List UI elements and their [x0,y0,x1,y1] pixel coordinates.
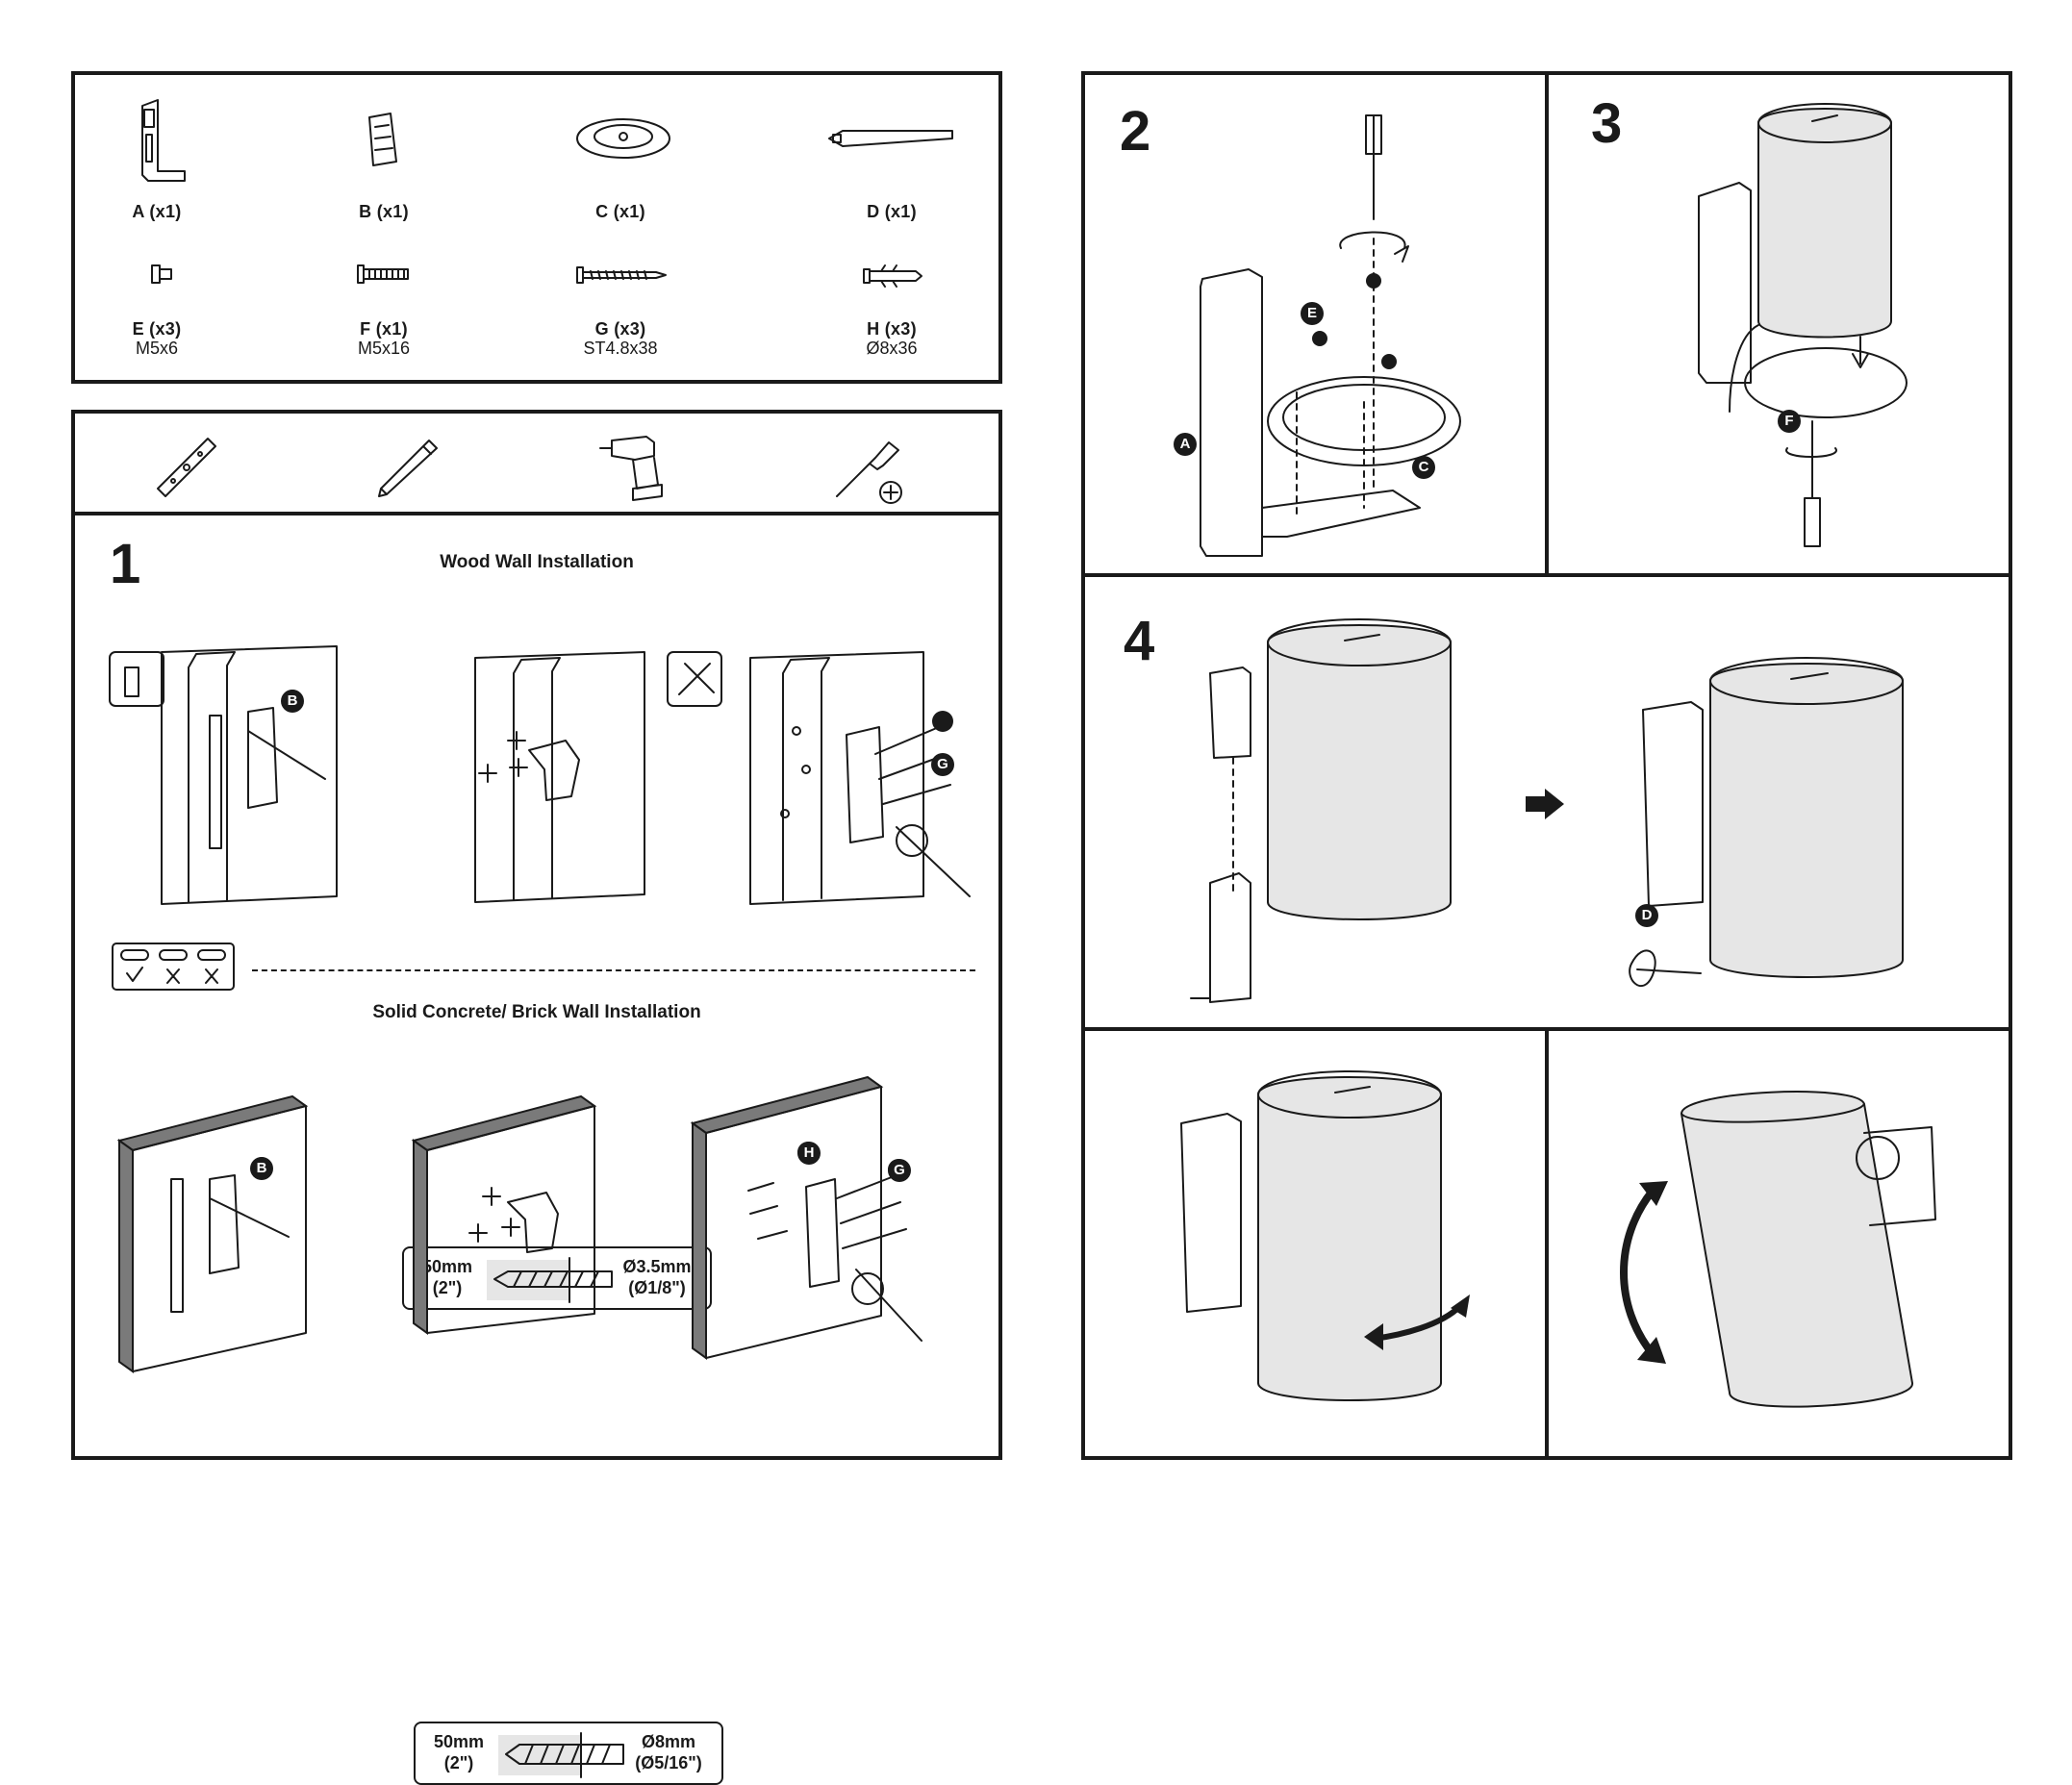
part-b-clip-illustration [364,112,402,169]
part-f-label: F (x1) [321,319,446,339]
concrete-wall-screw-illustration [691,1069,989,1358]
callout-c: C [1412,456,1435,479]
steps-panel: 2 E A C 3 F 4 [1081,71,2012,1460]
concrete-wall-level-illustration [117,1093,329,1371]
callout-g-concrete: G [888,1159,911,1182]
part-h-anchor-illustration [862,264,923,289]
step3-number: 3 [1591,96,1622,152]
concrete-drill-diameter-in: (Ø5/16") [625,1752,712,1773]
callout-d: D [1635,904,1658,927]
wood-wall-title: Wood Wall Installation [364,552,710,573]
part-f-size: M5x16 [321,339,446,359]
concrete-drill-diameter: Ø8mm [625,1731,712,1752]
tools-divider [75,512,998,515]
wood-drill-diameter: Ø3.5mm [614,1256,700,1277]
wood-drill-diameter-in: (Ø1/8") [614,1277,700,1298]
wood-wall-drill-illustration [402,635,652,914]
next-arrow-icon [1524,787,1566,821]
part-d-label: D (x1) [829,202,954,222]
step1-panel: 1 Wood Wall Installation B 50mm (2") Ø3.… [71,410,1002,1460]
callout-h-concrete: H [797,1142,821,1165]
callout-b-concrete: B [250,1157,273,1180]
wood-wall-level-illustration [104,635,335,914]
masonry-bit-illustration [498,1731,633,1779]
part-a-bracket-illustration [125,96,192,188]
drill-icon [598,429,679,502]
part-g-size: ST4.8x38 [558,339,683,359]
step4-speaker-attach-illustration [1181,614,1528,1018]
part-a-label: A (x1) [94,202,219,222]
part-c-label: C (x1) [558,202,683,222]
callout-f: F [1778,410,1801,433]
callout-b-wood: B [281,690,304,713]
wood-wall-screw-illustration [662,635,979,923]
concrete-drill-depth: 50mm [425,1731,493,1752]
pilot-hole-legend [112,943,237,993]
divider-row1-vertical [1545,75,1549,577]
part-f-screw-illustration [356,262,412,287]
part-b-label: B (x1) [321,202,446,222]
pencil-icon [373,431,442,500]
step3-speaker-mount-illustration [1643,94,1989,556]
part-g-screw-illustration [575,264,668,287]
part-e-size: M5x6 [94,339,219,359]
divider-row1-horizontal [1085,573,2009,577]
rotate-speaker-illustration [1172,1066,1537,1450]
level-icon [152,431,221,500]
part-h-size: Ø8x36 [829,339,954,359]
concrete-drill-spec: 50mm (2") Ø8mm (Ø5/16") [414,1722,723,1785]
concrete-wall-title: Solid Concrete/ Brick Wall Installation [287,1002,787,1023]
part-d-cable-tie-illustration [825,125,956,152]
step1-number: 1 [110,537,140,592]
step4-speaker-mounted-illustration [1624,652,1989,1037]
concrete-drill-depth-in: (2") [425,1752,493,1773]
part-c-plate-illustration [575,113,671,162]
phillips-screwdriver-icon [831,429,908,506]
part-g-label: G (x3) [558,319,683,339]
callout-a: A [1174,433,1197,456]
parts-panel: A (x1) B (x1) C (x1) D (x1) E (x3) M5x6 … [71,71,1002,384]
section-divider [252,969,975,971]
callout-g-wood: G [931,753,954,776]
step2-plate-assembly-illustration [1143,104,1528,556]
callout-e: E [1301,302,1324,325]
part-h-label: H (x3) [829,319,954,339]
divider-row3-vertical [1545,1027,1549,1456]
step4-number: 4 [1124,614,1154,669]
tilt-speaker-illustration [1585,1075,1989,1450]
part-e-screw-illustration [148,260,177,289]
concrete-wall-drill-illustration [412,1093,604,1333]
part-e-label: E (x3) [94,319,219,339]
